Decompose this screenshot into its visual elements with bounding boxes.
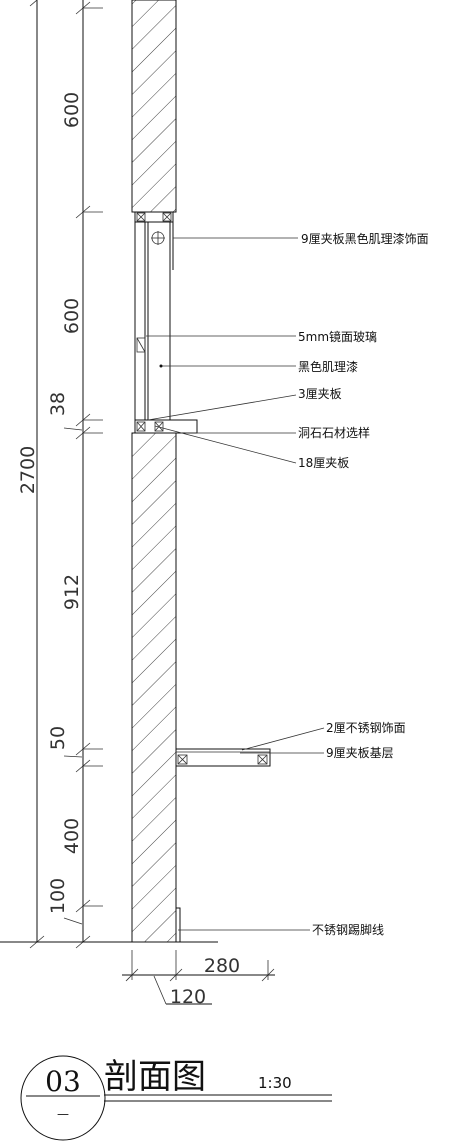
callout-black-texture-paint: 黑色肌理漆: [298, 360, 358, 374]
dim-600-mid: 600: [61, 298, 83, 334]
niche-assembly: [134, 211, 198, 434]
dim-38: 38: [47, 392, 69, 416]
dim-50: 50: [47, 726, 69, 750]
title-scale: 1:30: [258, 1074, 292, 1092]
callout-stainless-finish: 2厘不锈钢饰面: [326, 721, 406, 735]
dim-600-top: 600: [61, 92, 83, 128]
wall-lower: [131, 432, 177, 943]
dimension-lines: [0, 0, 218, 949]
callout-18mm-plywood: 18厘夹板: [298, 456, 349, 470]
dim-400: 400: [61, 818, 83, 854]
callout-travertine: 洞石石材选样: [298, 425, 370, 440]
callout-leaders: [146, 237, 325, 931]
callout-3mm-plywood: 3厘夹板: [298, 387, 342, 401]
dim-100: 100: [47, 878, 69, 914]
title-number: 03: [45, 1065, 81, 1098]
callout-plywood-base: 9厘夹板基层: [326, 746, 394, 760]
dim-912: 912: [61, 574, 83, 610]
bottom-dimensions: [122, 950, 275, 1005]
dim-total-2700: 2700: [17, 446, 39, 494]
callout-stainless-skirting: 不锈钢踢脚线: [312, 922, 384, 937]
title-text: 剖面图: [104, 1057, 206, 1097]
dim-120: 120: [170, 986, 206, 1008]
callout-mirror-glass: 5mm镜面玻璃: [298, 329, 377, 344]
callout-plywood-black-finish: 9厘夹板黑色肌理漆饰面: [301, 232, 429, 246]
title-sub: —: [57, 1107, 69, 1121]
dim-280: 280: [204, 955, 240, 977]
title-block: [20, 1055, 332, 1141]
skirting: [175, 907, 181, 943]
shelf-assembly: [175, 748, 271, 767]
wall-upper: [131, 0, 177, 213]
